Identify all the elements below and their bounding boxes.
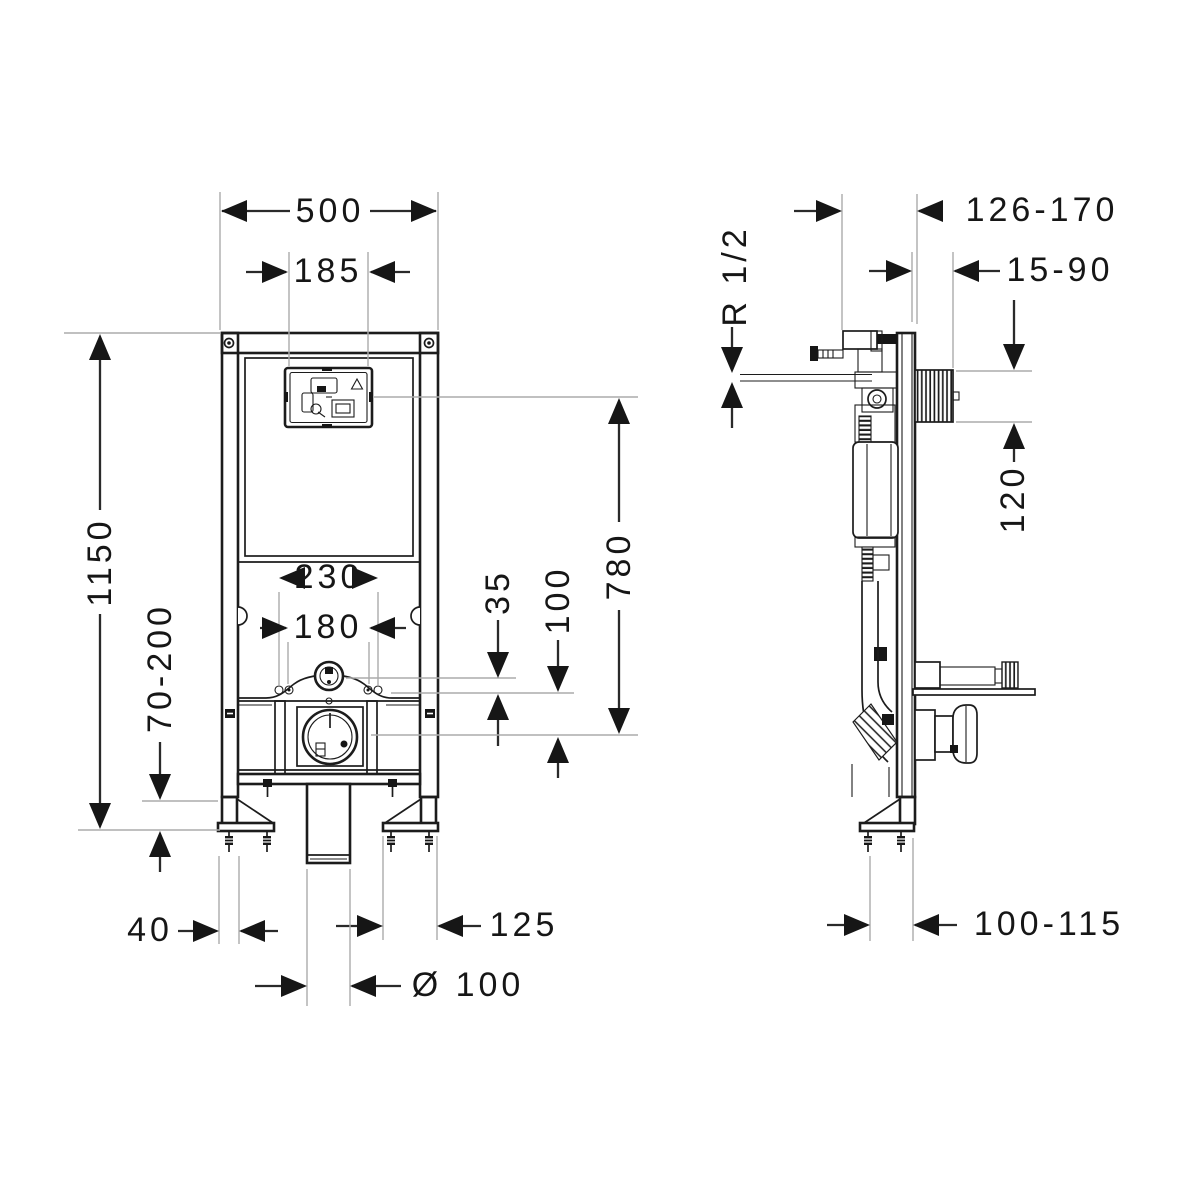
dim-label-125: 125 bbox=[490, 906, 559, 944]
cable-notch-left bbox=[237, 606, 248, 626]
fixing-shelf bbox=[912, 688, 1036, 696]
dim-overall-width: 500 bbox=[219, 192, 439, 330]
bracket-bolt bbox=[817, 349, 844, 359]
dim-label-70-200: 70-200 bbox=[141, 603, 179, 733]
dim-label-500: 500 bbox=[296, 192, 365, 230]
dim-flush-plate-width: 185 bbox=[246, 252, 410, 366]
anchor-bolt bbox=[864, 831, 872, 852]
rod-hole bbox=[363, 685, 373, 695]
outlet-assembly-front bbox=[225, 700, 435, 797]
dim-profile-width: 40 bbox=[127, 856, 278, 949]
dim-actuation-height: 780 bbox=[371, 396, 638, 736]
dim-label-780: 780 bbox=[600, 532, 638, 601]
dim-frame-depth: 126-170 bbox=[794, 191, 1119, 330]
flush-bend-connection bbox=[238, 660, 420, 706]
dim-label-126-170: 126-170 bbox=[966, 191, 1119, 229]
anchor-bolt bbox=[897, 831, 905, 852]
anchor-bolt bbox=[425, 831, 433, 852]
wall-bracket bbox=[810, 330, 897, 373]
side-dimensions: 126-170 15-90 R 1/2 bbox=[716, 191, 1124, 943]
dim-outlet-offset: 100 bbox=[539, 566, 577, 778]
flush-housing bbox=[914, 369, 960, 423]
front-view: 500 185 1150 bbox=[64, 192, 638, 1006]
rod-hole bbox=[373, 685, 383, 695]
dim-label-230: 230 bbox=[295, 558, 364, 596]
dim-label-1150: 1150 bbox=[81, 517, 119, 606]
rod-hole bbox=[284, 685, 294, 695]
dim-label-35: 35 bbox=[479, 569, 517, 615]
anchor-bolt bbox=[263, 831, 271, 852]
dim-outlet-diameter: Ø 100 bbox=[255, 869, 525, 1006]
dim-fixing-outer: 230 bbox=[278, 558, 379, 685]
dim-label-120: 120 bbox=[994, 465, 1032, 534]
dim-finished-wall: 15-90 bbox=[869, 251, 1114, 368]
side-rail bbox=[895, 331, 917, 799]
dim-bend-offset: 35 bbox=[346, 569, 574, 746]
side-view: 126-170 15-90 R 1/2 bbox=[716, 191, 1124, 943]
fixing-stud-right bbox=[366, 700, 378, 775]
dim-label-100: 100 bbox=[539, 566, 577, 635]
window-pictograms bbox=[301, 377, 364, 418]
foot-plate-left bbox=[216, 821, 276, 833]
front-dimensions: 500 185 1150 bbox=[64, 192, 638, 1006]
cistern-outline bbox=[244, 357, 414, 557]
cistern-side bbox=[852, 404, 899, 582]
dim-foot-plate: 125 bbox=[336, 836, 559, 944]
dim-label-15-90: 15-90 bbox=[1007, 251, 1114, 289]
leg-right bbox=[419, 795, 438, 826]
inspection-window bbox=[283, 366, 374, 429]
dim-leg-adjust: 70-200 bbox=[141, 603, 218, 872]
dim-label-100-115: 100-115 bbox=[974, 905, 1124, 943]
dim-label-40: 40 bbox=[127, 911, 173, 949]
drain-pipe-front bbox=[305, 782, 352, 865]
flush-pipe-side bbox=[851, 581, 898, 797]
bend-section-cut bbox=[852, 703, 898, 761]
foot-side bbox=[858, 795, 917, 852]
dim-label-180: 180 bbox=[294, 608, 363, 646]
dim-label-r12: R 1/2 bbox=[716, 225, 754, 326]
drain-connector bbox=[914, 704, 978, 764]
legs-front bbox=[216, 795, 440, 852]
anchor-bolt bbox=[387, 831, 395, 852]
rod-hole bbox=[274, 685, 284, 695]
anchor-bolt bbox=[225, 831, 233, 852]
flush-pipe-port bbox=[313, 660, 345, 692]
dim-frame-height: 1150 bbox=[64, 332, 220, 831]
dim-label-d100: Ø 100 bbox=[412, 966, 525, 1004]
dim-fixing-inner: 180 bbox=[260, 608, 406, 684]
fixing-stud-left bbox=[274, 700, 286, 775]
cable-notch-right bbox=[410, 606, 421, 626]
dim-floor-fixing: 100-115 bbox=[827, 838, 1124, 943]
threaded-adjuster bbox=[861, 546, 874, 582]
foot-plate-right bbox=[381, 821, 440, 833]
dim-water-supply: R 1/2 bbox=[716, 225, 872, 428]
warning-icon bbox=[350, 377, 364, 390]
wc-outlet-connector bbox=[912, 661, 1036, 696]
dim-label-185: 185 bbox=[294, 252, 363, 290]
dim-housing-height: 120 bbox=[956, 300, 1032, 533]
leg-left bbox=[220, 795, 239, 826]
supply-valve bbox=[854, 371, 898, 413]
